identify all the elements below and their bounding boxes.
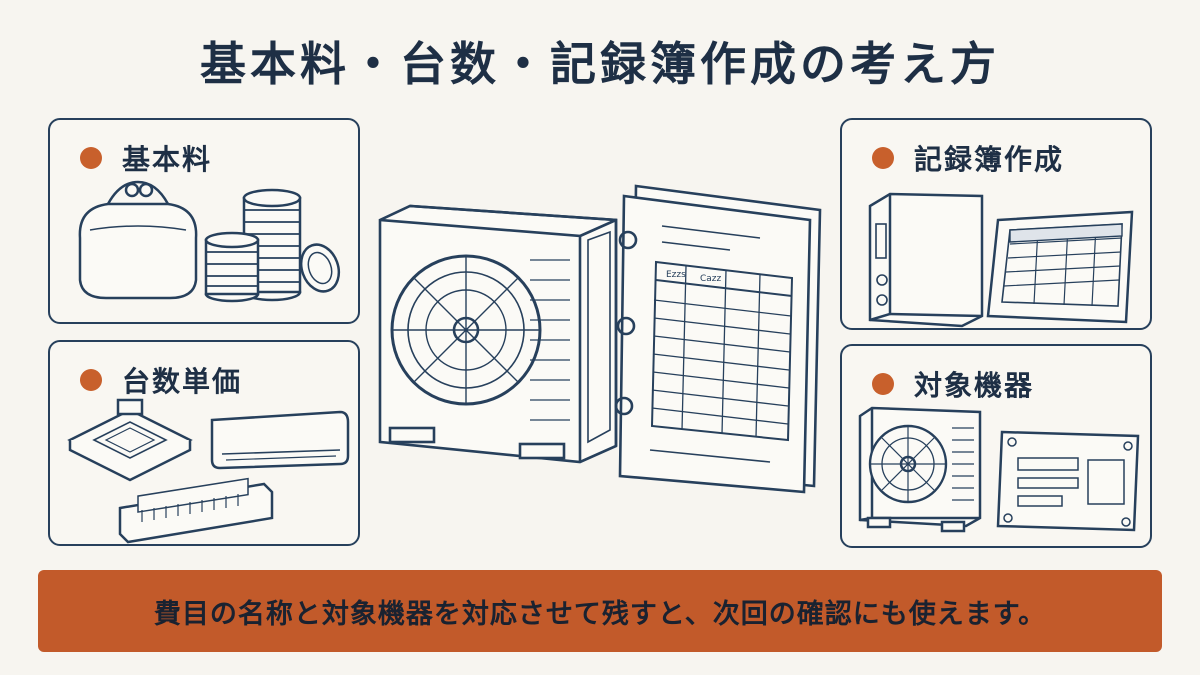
wallet-coins-icon — [78, 180, 341, 303]
form-header-1: Ezzs — [666, 270, 686, 280]
bullet-dot-icon — [872, 147, 894, 169]
panel-unit-price-head: 台数単価 — [80, 360, 242, 400]
panel-unit-price: 台数単価 — [48, 340, 360, 546]
panel-record-book: 記録簿作成 — [840, 118, 1152, 330]
summary-banner-text: 費目の名称と対象機器を対応させて残すと、次回の確認にも使えます。 — [153, 598, 1047, 630]
center-illustration: Ezzs Cazz — [370, 180, 840, 504]
panel-target-equipment-label: 対象機器 — [914, 369, 1035, 402]
panel-record-book-head: 記録簿作成 — [872, 138, 1064, 178]
panel-record-book-label: 記録簿作成 — [914, 143, 1065, 176]
panel-basic-fee-label: 基本料 — [122, 143, 213, 176]
page-title: 基本料・台数・記録簿作成の考え方 — [200, 37, 1000, 91]
panel-basic-fee-head: 基本料 — [80, 138, 212, 178]
outdoor-unit-and-form-icon: Ezzs Cazz — [378, 184, 822, 494]
panel-target-equipment-head: 対象機器 — [872, 364, 1034, 404]
panel-unit-price-label: 台数単価 — [122, 365, 243, 398]
bullet-dot-icon — [80, 369, 102, 391]
air-conditioner-units-icon — [67, 398, 350, 544]
panel-target-equipment: 対象機器 — [840, 344, 1152, 548]
summary-banner: 費目の名称と対象機器を対応させて残すと、次回の確認にも使えます。 — [38, 570, 1162, 652]
panel-basic-fee: 基本料 — [48, 118, 360, 324]
bullet-dot-icon — [872, 373, 894, 395]
outdoor-unit-nameplate-icon — [858, 406, 1140, 533]
bullet-dot-icon — [80, 147, 102, 169]
binder-document-icon — [868, 192, 1134, 328]
form-header-2: Cazz — [700, 274, 722, 284]
